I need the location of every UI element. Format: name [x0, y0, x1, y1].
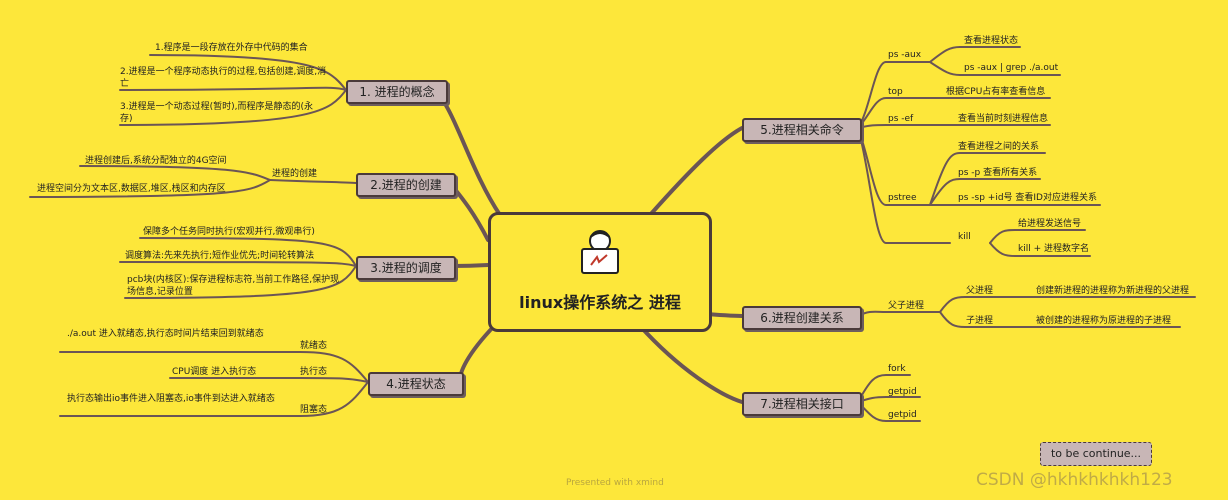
cmd-ps-ef: ps -ef: [888, 114, 914, 124]
cmd-pstree-desc-3: ps -sp +id号 查看ID对应进程关系: [958, 193, 1097, 203]
concept-item-3: 3.进程是一个动态过程(暂时),而程序是静态的(永存): [120, 102, 313, 124]
state-blocked: 阻塞态: [300, 405, 328, 415]
branch-process-states[interactable]: 4.进程状态: [368, 372, 464, 396]
person-laptop-icon: [581, 230, 619, 274]
cmd-pstree: pstree: [888, 193, 917, 203]
relation-child: 子进程: [966, 316, 994, 326]
branch-process-interfaces[interactable]: 7.进程相关接口: [742, 392, 862, 416]
footer-credit: Presented with xmind: [566, 478, 664, 488]
cmd-kill-desc-2: kill + 进程数字名: [1018, 244, 1089, 254]
cmd-ps-aux-desc: 查看进程状态: [964, 36, 1019, 46]
scheduling-item-1: 保障多个任务同时执行(宏观并行,微观串行): [143, 227, 315, 237]
branch-process-concept[interactable]: 1. 进程的概念: [346, 80, 448, 104]
creation-subtopic: 进程的创建: [272, 169, 318, 179]
state-blocked-desc: 执行态输出io事件进入阻塞态,io事件到达进入就绪态: [67, 394, 275, 404]
branch-process-commands[interactable]: 5.进程相关命令: [742, 118, 862, 142]
to-be-continue-note: to be continue...: [1040, 442, 1152, 466]
branch-process-creation[interactable]: 2.进程的创建: [356, 173, 456, 197]
relation-child-desc: 被创建的进程称为原进程的子进程: [1036, 316, 1172, 326]
branch-process-relations[interactable]: 6.进程创建关系: [742, 306, 862, 330]
relation-parent-desc: 创建新进程的进程称为新进程的父进程: [1036, 286, 1190, 296]
interface-getpid-2: getpid: [888, 410, 917, 420]
cmd-top: top: [888, 87, 903, 97]
cmd-kill-desc-1: 给进程发送信号: [1018, 219, 1082, 229]
state-running-desc: CPU调度 进入执行态: [172, 367, 257, 377]
branch-process-scheduling[interactable]: 3.进程的调度: [356, 256, 456, 280]
watermark: CSDN @hkhkhkhkh123: [976, 470, 1173, 490]
relation-parent: 父进程: [966, 286, 994, 296]
relation-subtopic: 父子进程: [888, 301, 925, 311]
state-ready-desc: ./a.out 进入就绪态,执行态时间片结束回到就绪态: [67, 329, 264, 339]
scheduling-item-3: pcb块(内核区):保存进程标志符,当前工作路径,保护现场信息,记录位置: [127, 275, 340, 297]
cmd-top-desc: 根据CPU占有率查看信息: [946, 87, 1046, 97]
creation-item-1: 进程创建后,系统分配独立的4G空间: [85, 156, 227, 166]
interface-getpid-1: getpid: [888, 387, 917, 397]
creation-item-2: 进程空间分为文本区,数据区,堆区,栈区和内存区: [37, 184, 226, 194]
concept-item-2: 2.进程是一个程序动态执行的过程,包括创建,调度,消亡: [120, 67, 327, 89]
state-running: 执行态: [300, 367, 328, 377]
central-topic[interactable]: linux操作系统之 进程: [488, 212, 712, 332]
cmd-ps-aux: ps -aux: [888, 50, 922, 60]
cmd-pstree-desc-1: 查看进程之间的关系: [958, 142, 1040, 152]
central-title: linux操作系统之 进程: [519, 293, 681, 312]
state-ready: 就绪态: [300, 341, 328, 351]
cmd-pstree-desc-2: ps -p 查看所有关系: [958, 168, 1038, 178]
cmd-kill: kill: [958, 232, 971, 242]
concept-item-1: 1.程序是一段存放在外存中代码的集合: [155, 43, 308, 53]
cmd-ps-aux-grep: ps -aux | grep ./a.out: [964, 63, 1059, 73]
interface-fork: fork: [888, 364, 906, 374]
cmd-ps-ef-desc: 查看当前时刻进程信息: [958, 114, 1049, 124]
scheduling-item-2: 调度算法:先来先执行;短作业优先;时间轮转算法: [125, 251, 315, 261]
